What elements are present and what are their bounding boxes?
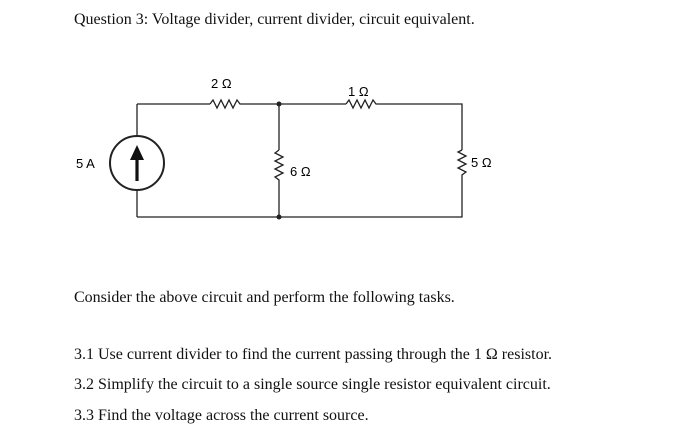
resistor-5-ohm: [456, 149, 468, 176]
resistor-2-ohm: [209, 98, 242, 110]
source-label: 5 A: [76, 156, 95, 171]
task-3-2: 3.2 Simplify the circuit to a single sou…: [74, 376, 551, 393]
current-source-arrow-icon: [130, 145, 144, 181]
resistor-6-ohm: [273, 149, 285, 182]
wire-top-right: [378, 103, 463, 150]
resistor-1-label: 1 Ω: [348, 84, 369, 99]
resistor-6-label: 6 Ω: [290, 164, 311, 179]
resistor-5-label: 5 Ω: [471, 155, 492, 170]
task-3-1: 3.1 Use current divider to find the curr…: [74, 346, 553, 363]
wire-bottom: [137, 176, 463, 218]
junction-bottom-dot: [276, 214, 282, 220]
resistor-2-label: 2 Ω: [211, 76, 232, 91]
resistor-1-ohm: [345, 98, 378, 110]
current-source-circle: [109, 135, 165, 191]
intro-text: Consider the above circuit and perform t…: [74, 289, 455, 306]
junction-top-dot: [276, 101, 282, 107]
task-3-3: 3.3 Find the voltage across the current …: [74, 407, 369, 424]
question-title: Question 3: Voltage divider, current div…: [74, 11, 475, 28]
